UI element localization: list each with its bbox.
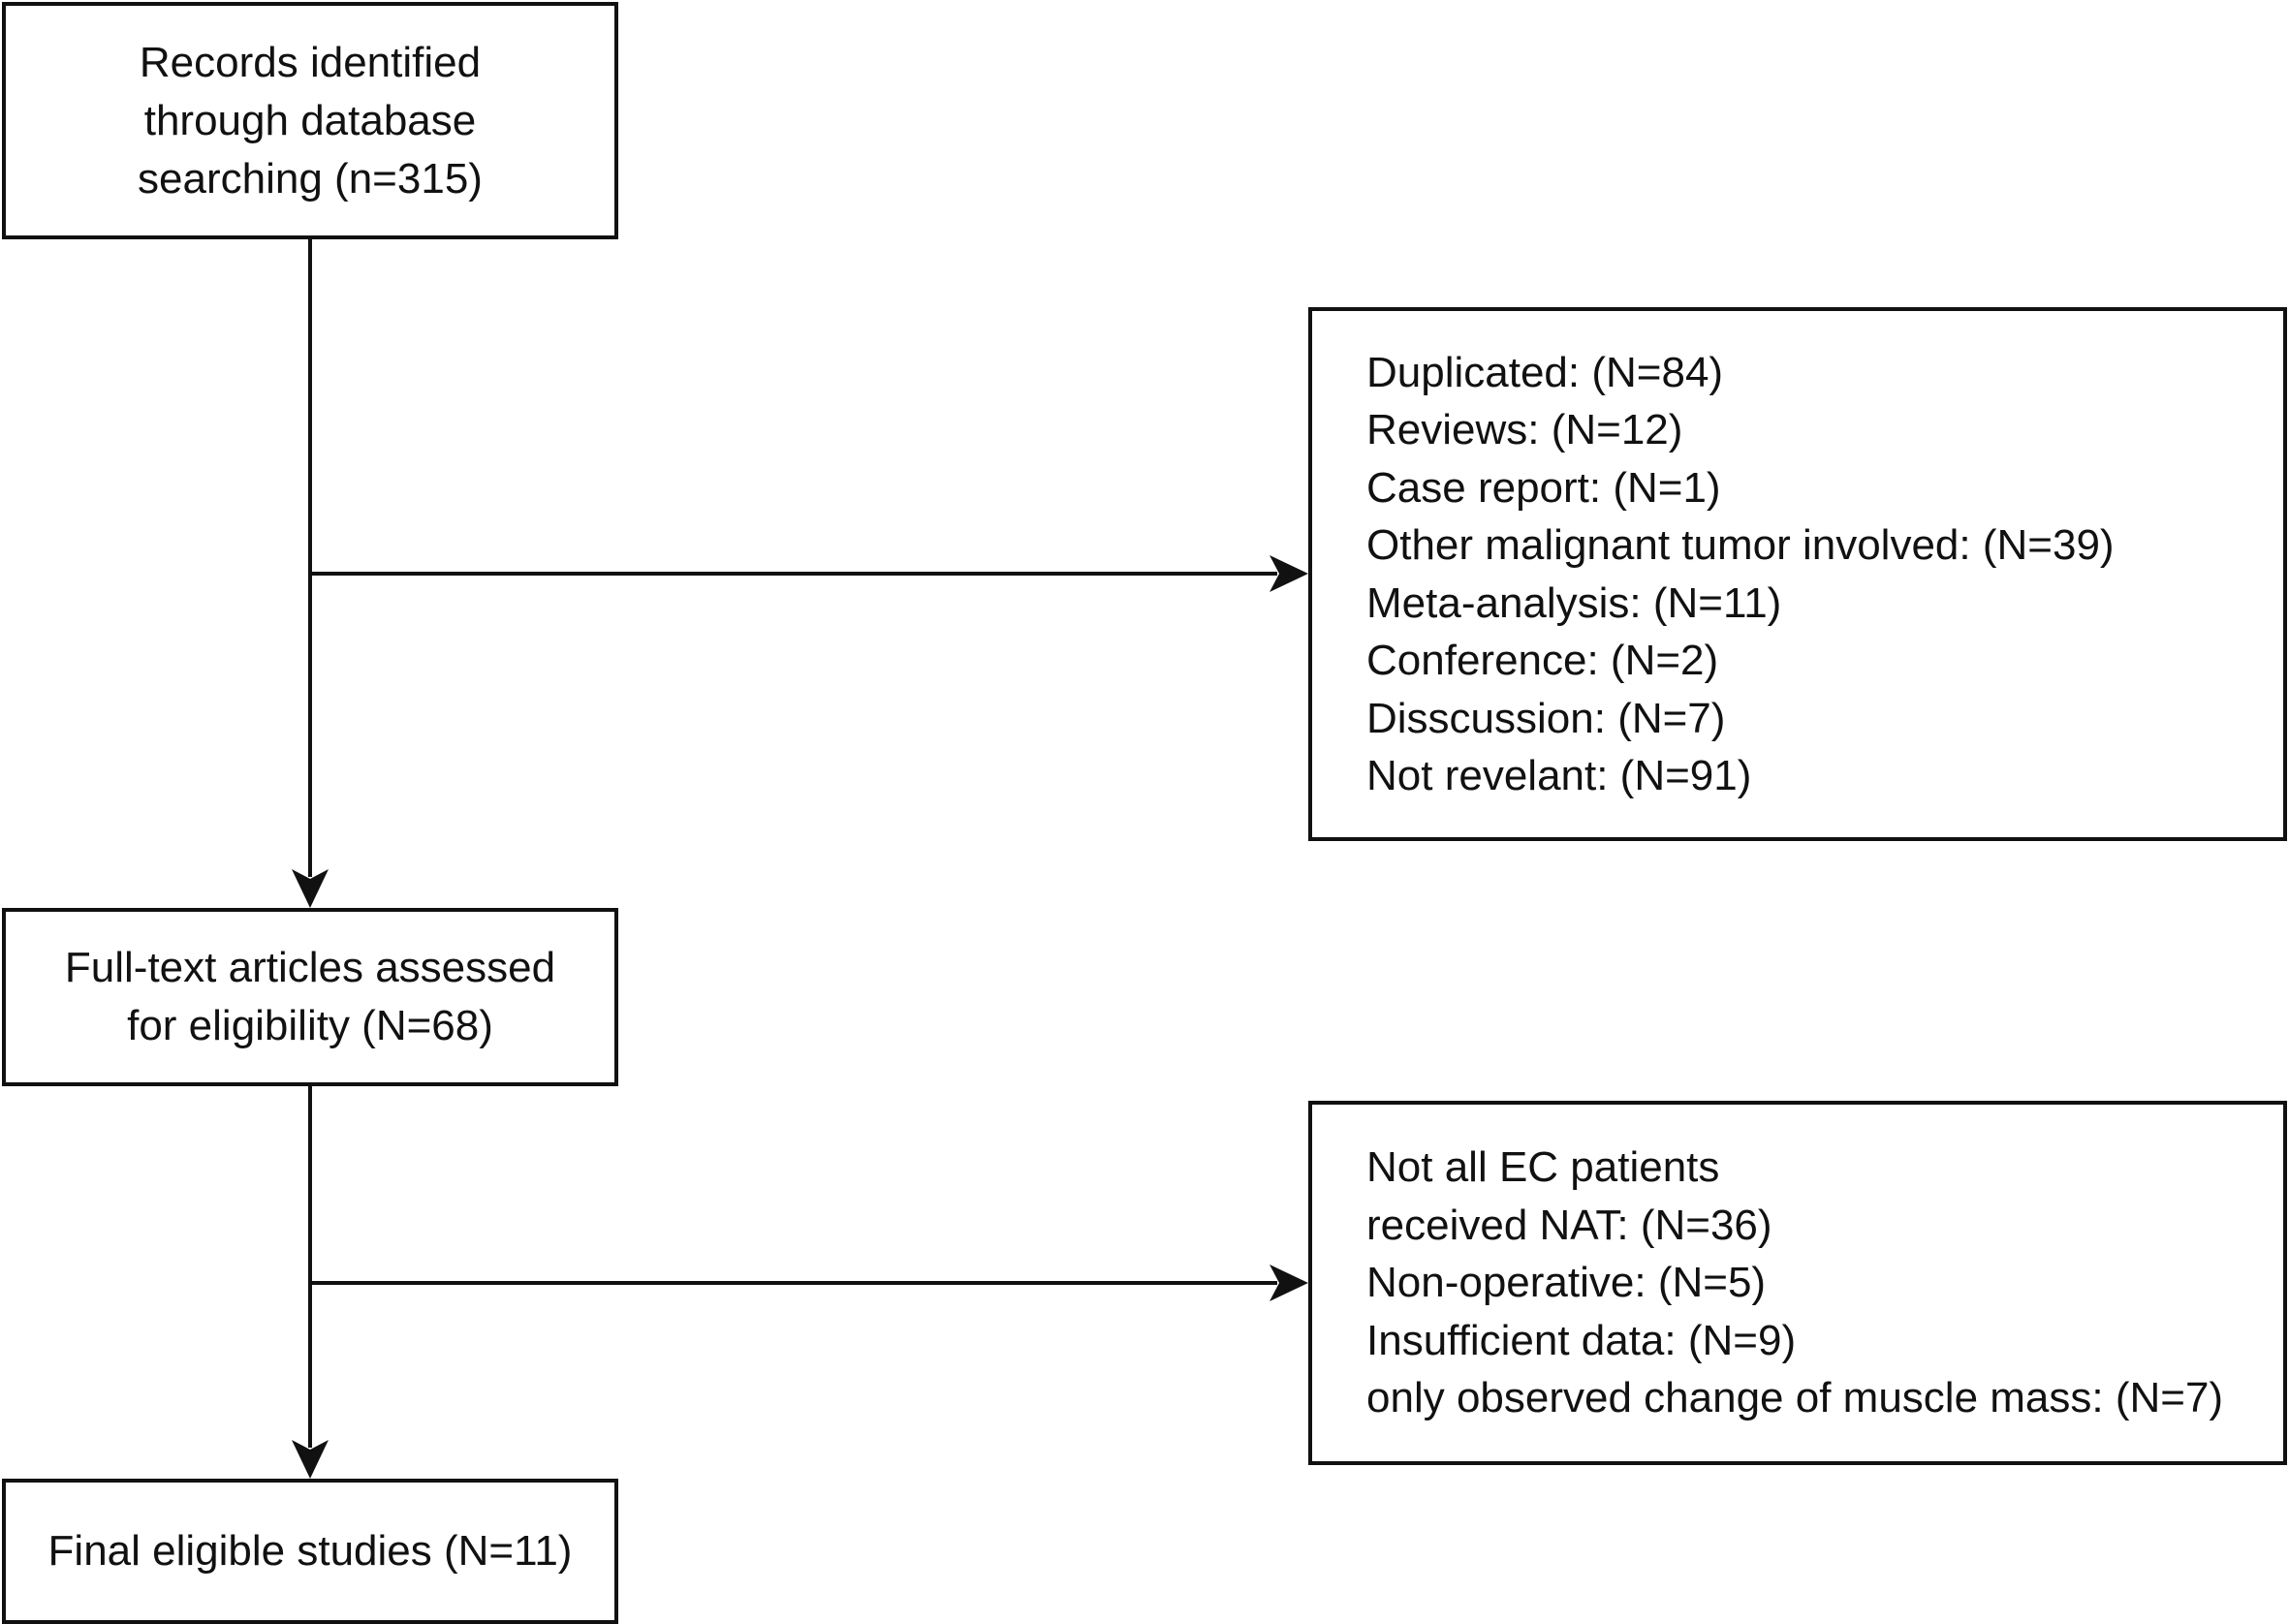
exclusion-reason: Insufficient data: (N=9): [1366, 1316, 1797, 1364]
exclusion-reason: only observed change of muscle mass: (N=…: [1366, 1374, 2224, 1422]
records-identified-line: searching (n=315): [138, 154, 483, 203]
exclusion-reason: Non-operative: (N=5): [1366, 1259, 1767, 1307]
exclusion-reason: Not revelant: (N=91): [1366, 752, 1752, 799]
exclusion-reason: Case report: (N=1): [1366, 463, 1721, 512]
exclusion-reason: Duplicated: (N=84): [1366, 348, 1724, 396]
full-text-assessed-line: Full-text articles assessed: [64, 944, 556, 991]
final-eligible-line: Final eligible studies (N=11): [47, 1527, 573, 1575]
exclusion-reason: Disscussion: (N=7): [1366, 694, 1726, 742]
records-identified-line: through database: [143, 96, 477, 144]
full-text-assessed-box: Full-text articles assessed for eligibil…: [2, 908, 618, 1086]
exclusion-reason: Reviews: (N=12): [1366, 406, 1683, 453]
exclusion-reason: Meta-analysis: (N=11): [1366, 578, 1782, 627]
full-text-assessed-line: for eligibility (N=68): [127, 1002, 493, 1049]
records-identified-box: Records identified through database sear…: [2, 2, 618, 239]
second-exclusion-box: Not all EC patients received NAT: (N=36)…: [1308, 1101, 2287, 1465]
arrow-identification-to-screening: [292, 239, 329, 908]
exclusion-reason: Other malignant tumor involved: (N=39): [1366, 521, 2115, 569]
arrow-to-second-exclusions: [310, 1265, 1308, 1301]
exclusion-reason: Not all EC patients: [1366, 1143, 1720, 1192]
exclusion-reason: Conference: (N=2): [1366, 637, 1719, 684]
exclusion-reason: received NAT: (N=36): [1366, 1201, 1772, 1249]
records-identified-line: Records identified: [139, 38, 482, 86]
first-exclusion-box: Duplicated: (N=84) Reviews: (N=12) Case …: [1308, 307, 2287, 841]
arrow-to-first-exclusions: [310, 555, 1308, 592]
arrow-screening-to-included: [292, 1086, 329, 1479]
final-eligible-box: Final eligible studies (N=11): [2, 1479, 618, 1624]
